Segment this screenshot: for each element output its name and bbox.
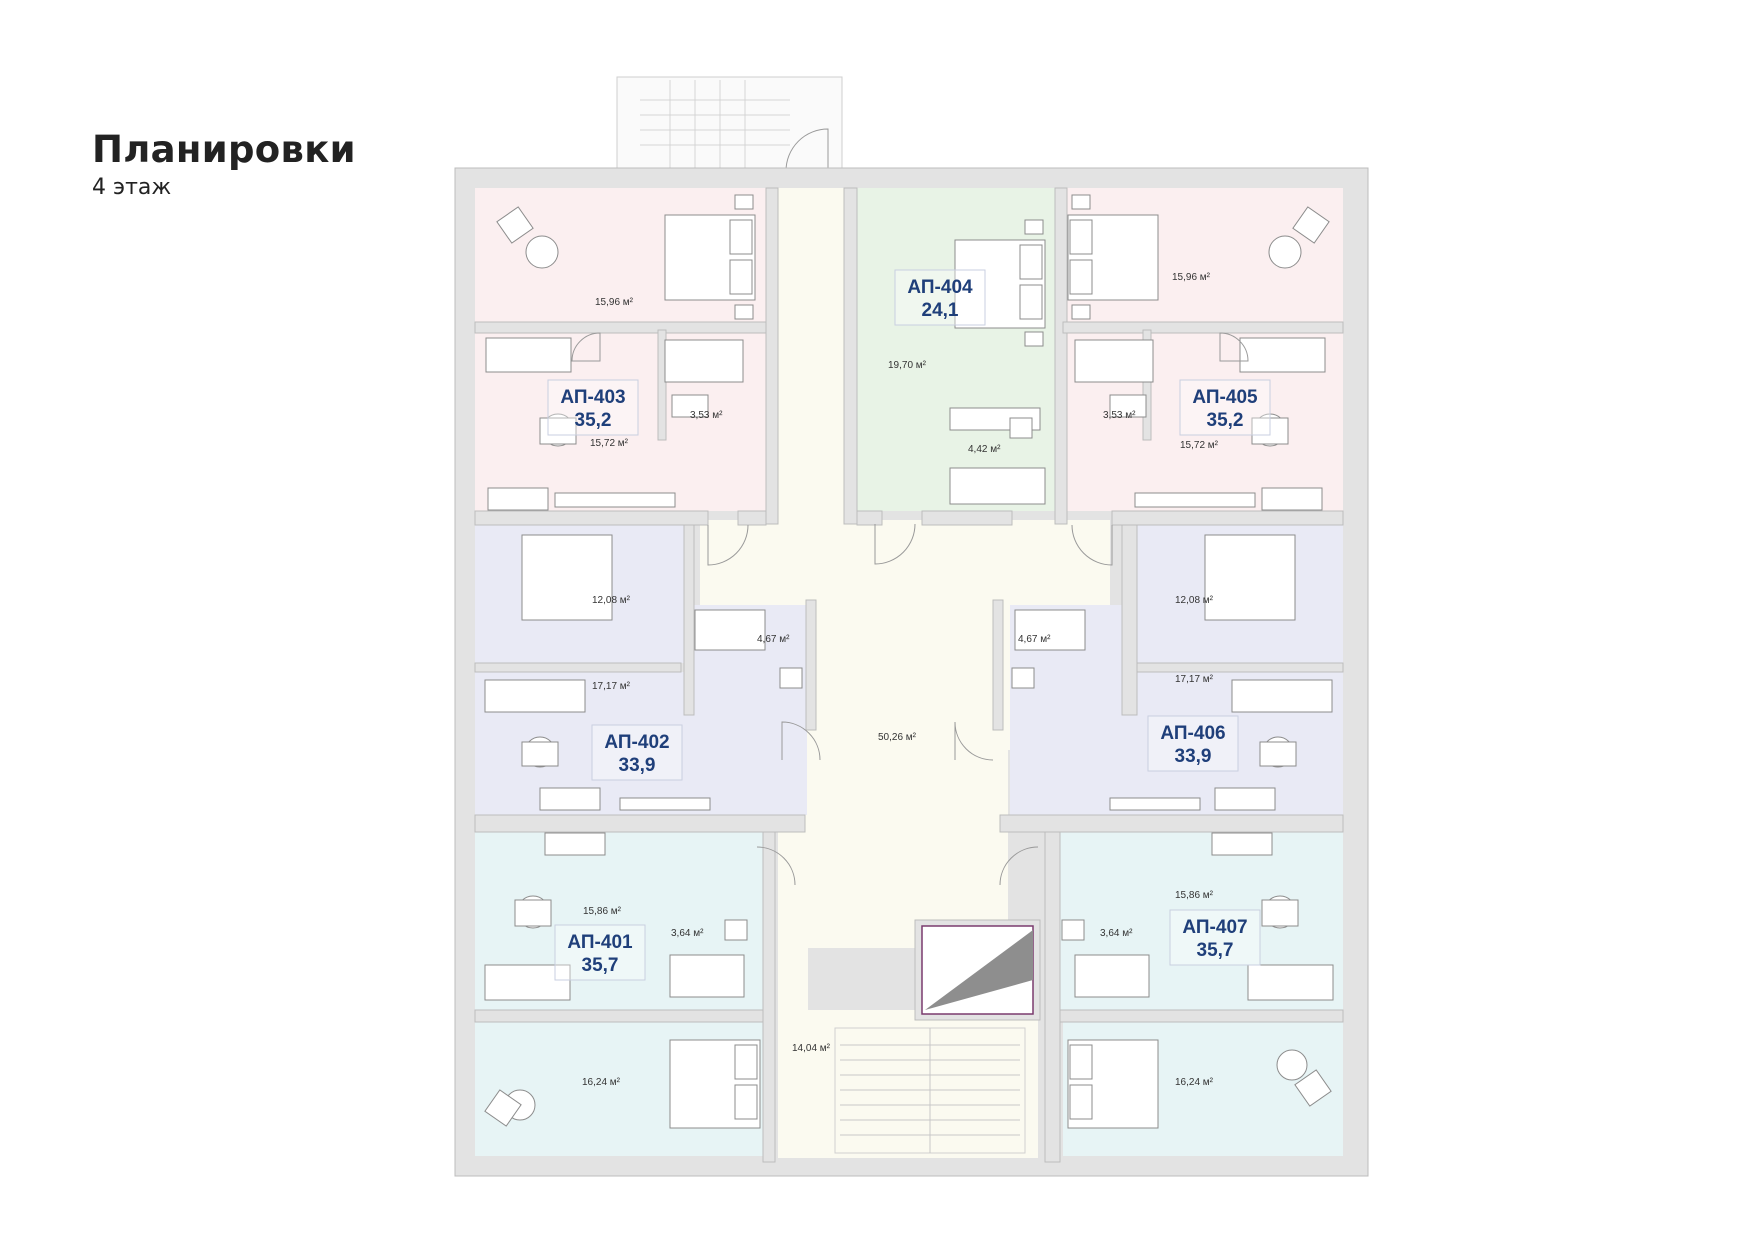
apartment-labels: АП-403 35,2 АП-404 24,1 АП-405 35,2 АП-4…: [547, 269, 1271, 981]
area-407-bath: 3,64 м²: [1100, 928, 1133, 939]
area-406-bath: 4,67 м²: [1018, 634, 1051, 645]
apt-406-code: АП-406: [1160, 723, 1225, 744]
area-406-bedroom: 12,08 м²: [1175, 595, 1214, 606]
area-405-bedroom: 15,96 м²: [1172, 272, 1211, 283]
apt-407-code: АП-407: [1182, 917, 1247, 938]
apt-401-size: 35,7: [582, 955, 619, 976]
inner-stair: [834, 1027, 1026, 1154]
apt-403-code: АП-403: [560, 387, 625, 408]
area-403-bath: 3,53 м²: [690, 410, 723, 421]
area-403-bedroom: 15,96 м²: [595, 297, 634, 308]
area-404-bath: 4,42 м²: [968, 444, 1001, 455]
apt-405-size: 35,2: [1207, 410, 1244, 431]
apt-407-label-box: [1169, 909, 1261, 966]
apt-406-label-box: [1147, 715, 1239, 772]
apt-402-size: 33,9: [619, 755, 656, 776]
area-402-bedroom: 12,08 м²: [592, 595, 631, 606]
door-swings: [571, 332, 1249, 886]
external-stair: [616, 76, 843, 172]
area-corridor: 50,26 м²: [878, 732, 917, 743]
area-407-bedroom: 16,24 м²: [1175, 1077, 1214, 1088]
apt-405-code: АП-405: [1192, 387, 1258, 408]
apt-403-size: 35,2: [575, 410, 612, 431]
area-402-living: 17,17 м²: [592, 681, 631, 692]
area-401-living: 15,86 м²: [583, 906, 622, 917]
area-405-bath: 3,53 м²: [1103, 410, 1136, 421]
floor-subtitle: 4 этаж: [92, 175, 172, 200]
apt-405-label-box: [1179, 379, 1271, 436]
apt-402-label-box: [591, 724, 683, 781]
title-block: Планировки 4 этаж: [92, 128, 356, 200]
apt-406-size: 33,9: [1175, 746, 1212, 767]
apt-401-label-box: [554, 924, 646, 981]
area-405-living: 15,72 м²: [1180, 440, 1219, 451]
area-401-bedroom: 16,24 м²: [582, 1077, 621, 1088]
area-stairs: 14,04 м²: [792, 1043, 831, 1054]
area-407-living: 15,86 м²: [1175, 890, 1214, 901]
interior-walls: [474, 187, 1344, 1163]
apt-404-label-box: [894, 269, 986, 326]
area-403-living: 15,72 м²: [590, 438, 629, 449]
apt-407-size: 35,7: [1197, 940, 1234, 961]
room-area-labels: 15,96 м² 15,72 м² 3,53 м² 19,70 м² 4,42 …: [582, 272, 1219, 1088]
apt-401-code: АП-401: [567, 932, 633, 953]
apt-403-label-box: [547, 379, 639, 436]
apt-404-size: 24,1: [922, 300, 959, 321]
furniture: [484, 194, 1334, 1129]
area-406-living: 17,17 м²: [1175, 674, 1214, 685]
elevator-shaft: [914, 919, 1041, 1021]
apt-402-code: АП-402: [604, 732, 669, 753]
area-401-bath: 3,64 м²: [671, 928, 704, 939]
page-title: Планировки: [92, 128, 356, 171]
area-402-bath: 4,67 м²: [757, 634, 790, 645]
apt-404-code: АП-404: [907, 277, 973, 298]
area-404-room: 19,70 м²: [888, 360, 927, 371]
